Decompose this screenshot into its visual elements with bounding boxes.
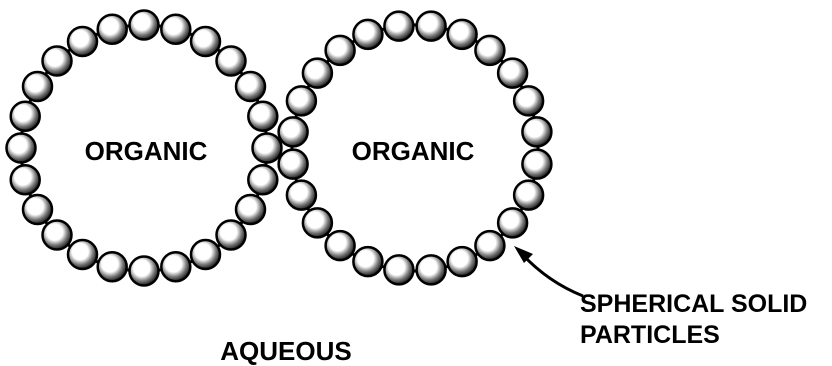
solid-particle <box>248 102 277 131</box>
solid-particle <box>11 102 40 131</box>
solid-particle <box>236 195 265 224</box>
solid-particle <box>353 20 382 49</box>
solid-particle <box>130 257 159 286</box>
pointer-arrow <box>522 254 583 296</box>
solid-particle <box>191 27 220 56</box>
solid-particle <box>248 165 277 194</box>
solid-particle <box>522 117 551 146</box>
solid-particle <box>326 231 355 260</box>
solid-particle <box>217 47 246 76</box>
solid-particle <box>68 27 97 56</box>
solid-particle <box>303 208 332 237</box>
solid-particle <box>23 195 52 224</box>
solid-particle <box>448 20 477 49</box>
solid-particle <box>43 221 72 250</box>
solid-particle <box>303 59 332 88</box>
solid-particle <box>161 252 190 281</box>
solid-particle <box>98 252 127 281</box>
solid-particle <box>43 47 72 76</box>
solid-particle <box>236 72 265 101</box>
solid-particle <box>384 255 413 284</box>
solid-particle <box>98 15 127 44</box>
solid-particle <box>522 150 551 179</box>
solid-particle <box>417 255 446 284</box>
particles-label-line1: SPHERICAL SOLID <box>580 290 807 318</box>
solid-particle <box>287 181 316 210</box>
solid-particle <box>475 36 504 65</box>
right-organic-label: ORGANIC <box>352 136 475 166</box>
solid-particle <box>353 247 382 276</box>
solid-particle <box>68 240 97 269</box>
solid-particle <box>279 117 308 146</box>
solid-particle <box>417 12 446 41</box>
solid-particle <box>287 86 316 115</box>
solid-particle <box>217 221 246 250</box>
solid-particle <box>11 165 40 194</box>
aqueous-label: AQUEOUS <box>220 336 351 366</box>
particles-label-line2: PARTICLES <box>580 321 720 349</box>
solid-particle <box>253 134 282 163</box>
solid-particle <box>384 12 413 41</box>
solid-particle <box>130 11 159 40</box>
solid-particle <box>514 181 543 210</box>
solid-particle <box>514 86 543 115</box>
solid-particle <box>475 231 504 260</box>
solid-particle <box>161 15 190 44</box>
solid-particle <box>23 72 52 101</box>
solid-particle <box>498 59 527 88</box>
solid-particle <box>448 247 477 276</box>
solid-particle <box>191 240 220 269</box>
left-organic-label: ORGANIC <box>85 136 208 166</box>
solid-particle <box>279 150 308 179</box>
solid-particle <box>7 134 36 163</box>
solid-particle <box>498 208 527 237</box>
solid-particle <box>326 36 355 65</box>
